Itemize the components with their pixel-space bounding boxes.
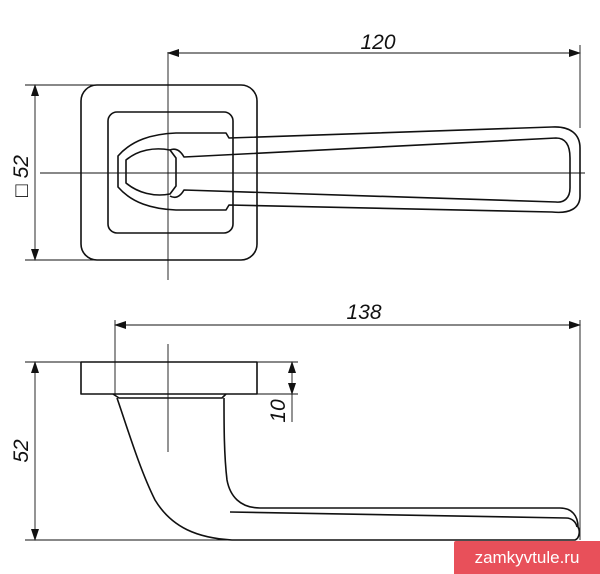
rosette-plate [80,361,258,395]
handle-top-outline [117,126,581,214]
top-center-lines [40,52,585,280]
dim-138-label: 138 [346,301,381,324]
dim-120-label: 120 [360,31,395,54]
handle-side-outline [116,397,581,541]
dim-120 [167,45,581,128]
dim-square-52-label: □ 52 [10,155,33,197]
dim-52-side [25,361,240,541]
neck-base [112,393,227,399]
handle-side-inner [229,511,578,528]
dim-138 [114,320,581,540]
dim-52-side-label: 52 [10,439,33,463]
top-view [80,84,581,261]
dim-10-label: 10 [267,399,290,423]
side-view [80,361,581,541]
rosette-outer [80,84,258,261]
handle-neck-detail [125,148,177,196]
handle-grip-line [169,137,571,203]
rosette-inner [107,111,234,234]
watermark-badge: zamkyvtule.ru [454,541,600,574]
dim-square-52 [25,84,98,261]
dim-10 [257,361,298,422]
